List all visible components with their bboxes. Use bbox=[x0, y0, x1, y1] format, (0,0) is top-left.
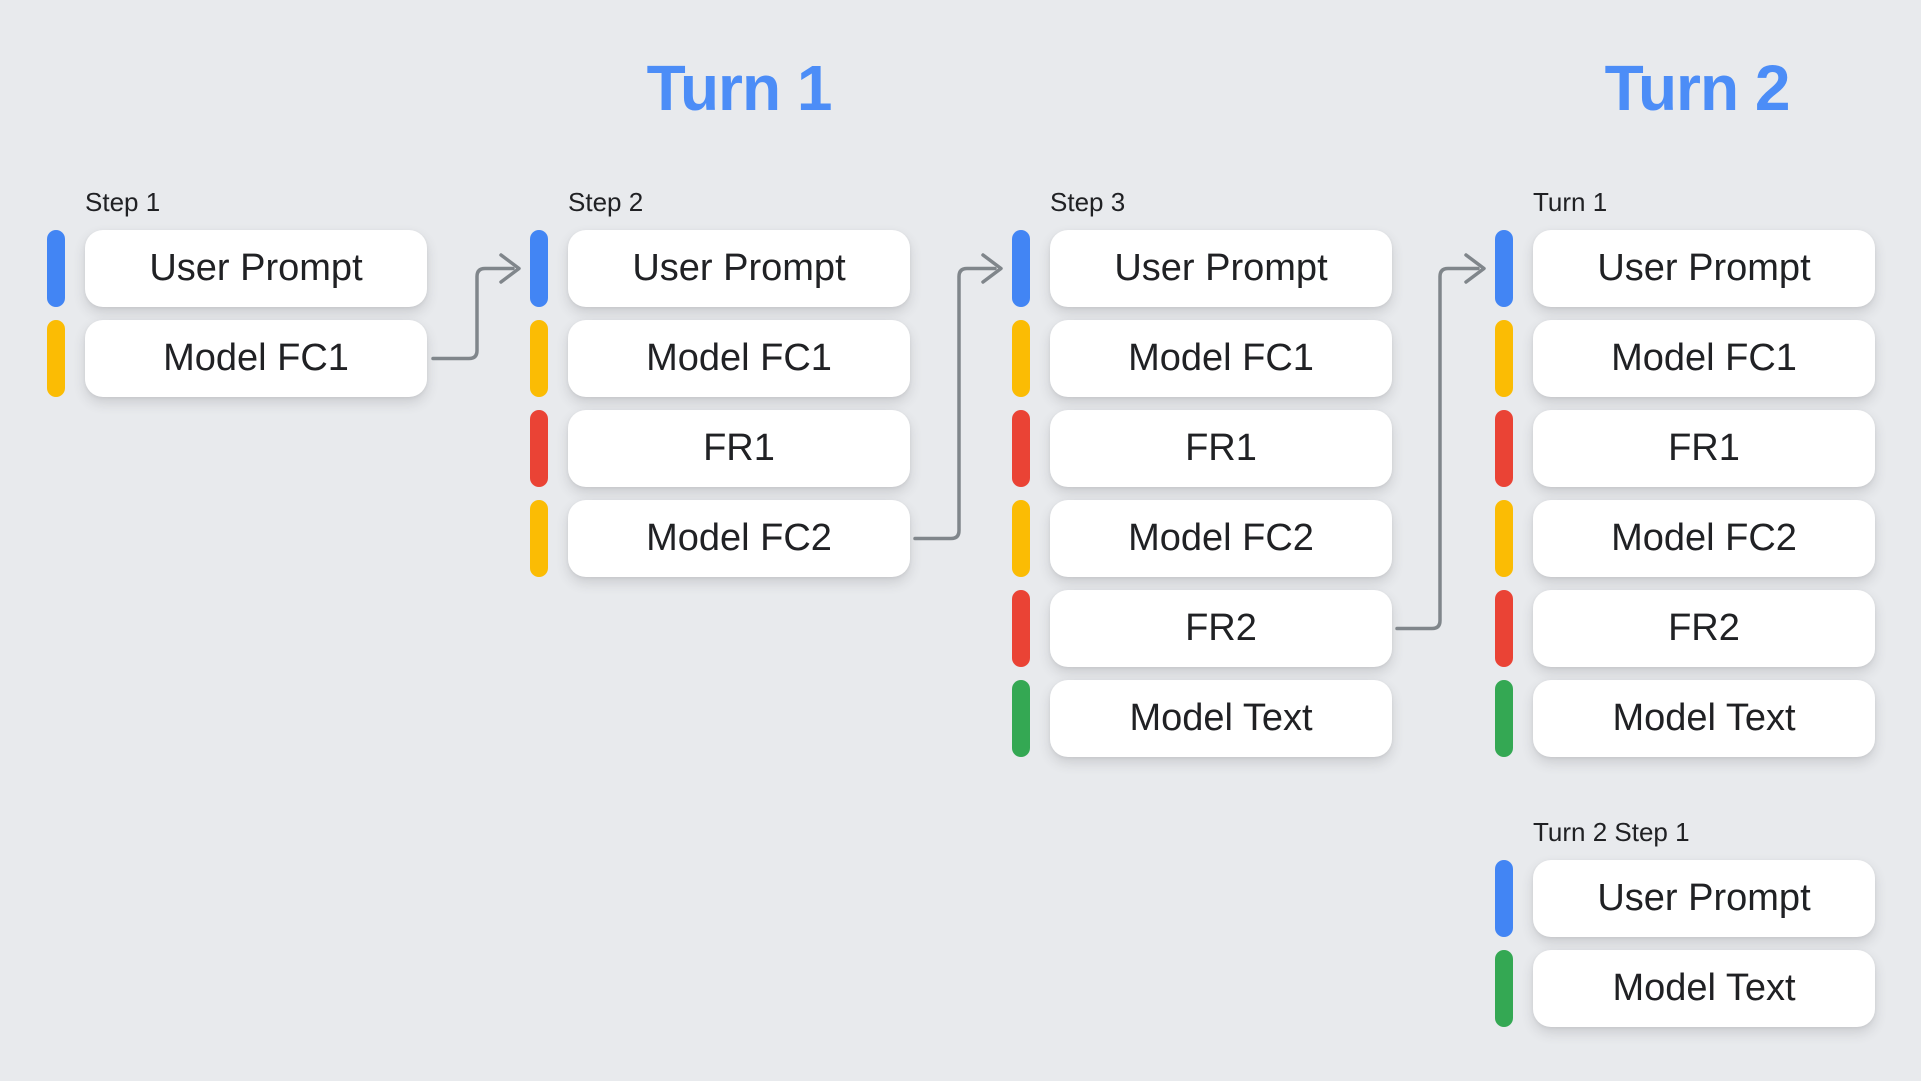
fr1-box: FR1 bbox=[568, 410, 910, 487]
row-user-prompt: User Prompt bbox=[47, 230, 427, 307]
user-prompt-box: User Prompt bbox=[568, 230, 910, 307]
row-user-prompt: User Prompt bbox=[1495, 860, 1875, 937]
box-label: Model Text bbox=[1612, 697, 1796, 739]
arrow-step3-to-turn1-arrowhead-icon bbox=[1464, 253, 1486, 284]
row-fr2: FR2 bbox=[1012, 590, 1392, 667]
model-fc2-box: Model FC2 bbox=[1533, 500, 1875, 577]
box-label: User Prompt bbox=[149, 247, 363, 289]
model-text-bar bbox=[1495, 680, 1513, 757]
row-model-text: Model Text bbox=[1495, 950, 1875, 1027]
box-label: FR1 bbox=[1185, 427, 1257, 469]
box-label: User Prompt bbox=[1114, 247, 1328, 289]
fr2-box: FR2 bbox=[1050, 590, 1392, 667]
user-prompt-bar bbox=[1495, 230, 1513, 307]
group-turn-2-step-1-label: Turn 2 Step 1 bbox=[1533, 817, 1690, 847]
box-label: Model FC1 bbox=[1611, 337, 1797, 379]
box-label: FR2 bbox=[1185, 607, 1257, 649]
user-prompt-box: User Prompt bbox=[85, 230, 427, 307]
model-fc1-bar bbox=[1012, 320, 1030, 397]
model-text-box: Model Text bbox=[1533, 680, 1875, 757]
row-model-fc2: Model FC2 bbox=[1495, 500, 1875, 577]
turn-1-heading: Turn 1 bbox=[646, 52, 833, 124]
model-text-bar bbox=[1012, 680, 1030, 757]
box-label: FR1 bbox=[1668, 427, 1740, 469]
model-fc1-box: Model FC1 bbox=[1050, 320, 1392, 397]
box-label: Model FC1 bbox=[163, 337, 349, 379]
model-fc1-box: Model FC1 bbox=[568, 320, 910, 397]
box-label: Model FC2 bbox=[1128, 517, 1314, 559]
arrow-step1-to-step2-arrowhead-icon bbox=[499, 253, 521, 284]
fr1-bar bbox=[1495, 410, 1513, 487]
row-fr1: FR1 bbox=[530, 410, 910, 487]
model-fc2-bar bbox=[1012, 500, 1030, 577]
box-label: FR2 bbox=[1668, 607, 1740, 649]
model-fc2-bar bbox=[1495, 500, 1513, 577]
row-model-fc1: Model FC1 bbox=[530, 320, 910, 397]
fr2-bar bbox=[1012, 590, 1030, 667]
group-step-3: Step 3 User Prompt Model FC1 FR1 Model F… bbox=[1012, 186, 1392, 770]
model-fc1-bar bbox=[47, 320, 65, 397]
user-prompt-box: User Prompt bbox=[1050, 230, 1392, 307]
box-label: Model FC2 bbox=[1611, 517, 1797, 559]
user-prompt-box: User Prompt bbox=[1533, 230, 1875, 307]
group-step-1: Step 1 User Prompt Model FC1 bbox=[47, 186, 427, 410]
arrow-step2-to-step3-arrowhead-icon bbox=[981, 253, 1003, 284]
model-fc1-box: Model FC1 bbox=[1533, 320, 1875, 397]
group-turn-1-context: Turn 1 User Prompt Model FC1 FR1 Model F… bbox=[1495, 186, 1875, 770]
user-prompt-bar bbox=[1012, 230, 1030, 307]
row-model-fc1: Model FC1 bbox=[1495, 320, 1875, 397]
turn-2-heading: Turn 2 bbox=[1604, 52, 1791, 124]
row-user-prompt: User Prompt bbox=[530, 230, 910, 307]
row-model-fc1: Model FC1 bbox=[47, 320, 427, 397]
row-fr1: FR1 bbox=[1012, 410, 1392, 487]
model-text-box: Model Text bbox=[1533, 950, 1875, 1027]
box-label: Model FC1 bbox=[1128, 337, 1314, 379]
group-turn-2-step-1: Turn 2 Step 1 User Prompt Model Text bbox=[1495, 816, 1875, 1040]
box-label: Model Text bbox=[1612, 967, 1796, 1009]
model-fc2-box: Model FC2 bbox=[568, 500, 910, 577]
box-label: Model Text bbox=[1129, 697, 1313, 739]
row-model-text: Model Text bbox=[1495, 680, 1875, 757]
row-model-fc2: Model FC2 bbox=[530, 500, 910, 577]
model-fc2-bar bbox=[530, 500, 548, 577]
user-prompt-bar bbox=[530, 230, 548, 307]
model-text-box: Model Text bbox=[1050, 680, 1392, 757]
box-label: FR1 bbox=[703, 427, 775, 469]
box-label: User Prompt bbox=[632, 247, 846, 289]
box-label: User Prompt bbox=[1597, 247, 1811, 289]
row-fr2: FR2 bbox=[1495, 590, 1875, 667]
row-model-fc2: Model FC2 bbox=[1012, 500, 1392, 577]
group-step-2-label: Step 2 bbox=[568, 187, 644, 217]
row-user-prompt: User Prompt bbox=[1495, 230, 1875, 307]
box-label: Model FC1 bbox=[646, 337, 832, 379]
row-model-text: Model Text bbox=[1012, 680, 1392, 757]
row-user-prompt: User Prompt bbox=[1012, 230, 1392, 307]
group-step-3-label: Step 3 bbox=[1050, 187, 1126, 217]
arrow-step2-model-fc2-to-step3-user-prompt bbox=[913, 266, 997, 541]
model-fc1-bar bbox=[530, 320, 548, 397]
arrow-step1-model-fc1-to-step2-user-prompt bbox=[431, 266, 515, 361]
fr1-bar bbox=[1012, 410, 1030, 487]
user-prompt-bar bbox=[1495, 860, 1513, 937]
model-text-bar bbox=[1495, 950, 1513, 1027]
user-prompt-bar bbox=[47, 230, 65, 307]
fr1-box: FR1 bbox=[1050, 410, 1392, 487]
fr1-box: FR1 bbox=[1533, 410, 1875, 487]
fr2-box: FR2 bbox=[1533, 590, 1875, 667]
model-fc2-box: Model FC2 bbox=[1050, 500, 1392, 577]
row-model-fc1: Model FC1 bbox=[1012, 320, 1392, 397]
box-label: Model FC2 bbox=[646, 517, 832, 559]
fr1-bar bbox=[530, 410, 548, 487]
group-step-2: Step 2 User Prompt Model FC1 FR1 Model F… bbox=[530, 186, 910, 590]
group-step-1-label: Step 1 bbox=[85, 187, 161, 217]
group-turn-1-label: Turn 1 bbox=[1533, 187, 1608, 217]
model-fc1-box: Model FC1 bbox=[85, 320, 427, 397]
model-fc1-bar bbox=[1495, 320, 1513, 397]
user-prompt-box: User Prompt bbox=[1533, 860, 1875, 937]
arrow-step3-fr2-to-turn1-user-prompt bbox=[1395, 266, 1480, 631]
row-fr1: FR1 bbox=[1495, 410, 1875, 487]
fr2-bar bbox=[1495, 590, 1513, 667]
box-label: User Prompt bbox=[1597, 877, 1811, 919]
